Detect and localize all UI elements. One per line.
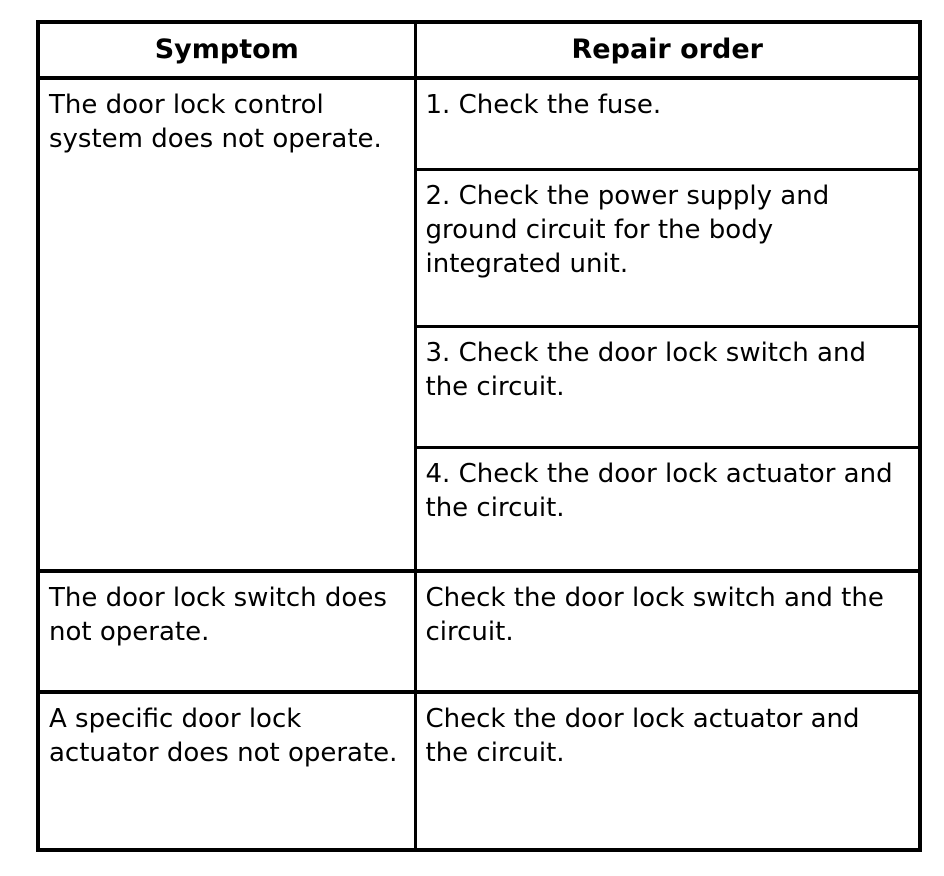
repair-step-cell: 4. Check the door lock actuator and the … — [413, 446, 922, 573]
repair-step-cell: Check the door lock actuator and the cir… — [413, 690, 922, 852]
column-header-repair-order: Repair order — [413, 20, 922, 80]
symptom-cell: The door lock switch does not operate. — [36, 569, 417, 694]
table-row: The door lock control system does not op… — [36, 76, 922, 573]
table-subrow: 3. Check the door lock switch and the ci… — [38, 325, 922, 449]
symptom-cell: A specific door lock actuator does not o… — [36, 690, 417, 852]
table-row: The door lock switch does not operate. C… — [36, 569, 922, 694]
repair-step-cell: 2. Check the power supply and ground cir… — [413, 168, 922, 328]
table-subrow: 4. Check the door lock actuator and the … — [38, 446, 922, 573]
repair-step-cell: 3. Check the door lock switch and the ci… — [413, 325, 922, 449]
column-header-symptom: Symptom — [36, 20, 417, 80]
repair-step-cell: 1. Check the fuse. — [413, 76, 922, 171]
table-row: A specific door lock actuator does not o… — [36, 690, 922, 852]
table-subrow: 2. Check the power supply and ground cir… — [38, 168, 922, 328]
table-header-row: Symptom Repair order — [36, 20, 922, 80]
document-page: Symptom Repair order The door lock contr… — [36, 20, 922, 852]
symptom-repair-table: Symptom Repair order The door lock contr… — [36, 20, 922, 852]
repair-step-cell: Check the door lock switch and the circu… — [413, 569, 922, 694]
symptom-cell: The door lock control system does not op… — [36, 76, 417, 573]
